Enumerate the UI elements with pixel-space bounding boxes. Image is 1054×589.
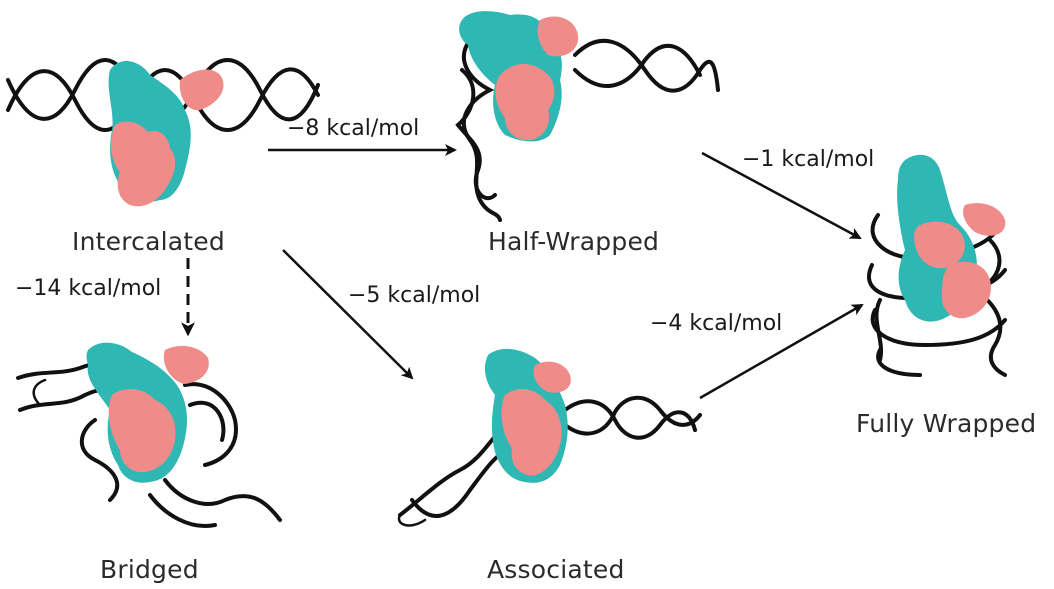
state-label-associated: Associated <box>487 555 625 584</box>
state-label-fully-wrapped: Fully Wrapped <box>856 409 1036 438</box>
energy-label-intercalated-to-associated: −5 kcal/mol <box>348 283 480 308</box>
protein-surface <box>484 348 571 483</box>
fully-wrapped-structure: Fully Wrapped <box>856 154 1036 438</box>
protein-surface <box>459 11 579 142</box>
dna-helix <box>397 395 702 527</box>
arrow-associated-to-fully-wrapped <box>699 303 864 400</box>
energy-label-half-wrapped-to-fully-wrapped: −1 kcal/mol <box>742 147 874 172</box>
intercalated-structure: Intercalated <box>6 58 320 256</box>
energy-label-intercalated-to-bridged: −14 kcal/mol <box>15 276 161 301</box>
half-wrapped-structure: Half-Wrapped <box>455 11 720 256</box>
protein-surface <box>108 60 224 207</box>
dna-helix <box>455 38 720 222</box>
arrow-intercalated-to-associated <box>282 249 414 380</box>
protein-surface <box>86 342 209 483</box>
state-label-intercalated: Intercalated <box>72 227 225 256</box>
bridged-structure: Bridged <box>16 342 282 584</box>
energy-label-associated-to-fully-wrapped: −4 kcal/mol <box>650 311 782 336</box>
associated-structure: Associated <box>397 348 702 584</box>
arrow-half-wrapped-to-fully-wrapped <box>701 151 862 240</box>
state-label-bridged: Bridged <box>100 555 199 584</box>
protein-surface <box>897 154 1006 322</box>
energy-label-intercalated-to-half-wrapped: −8 kcal/mol <box>287 116 419 141</box>
state-label-half-wrapped: Half-Wrapped <box>488 227 659 256</box>
